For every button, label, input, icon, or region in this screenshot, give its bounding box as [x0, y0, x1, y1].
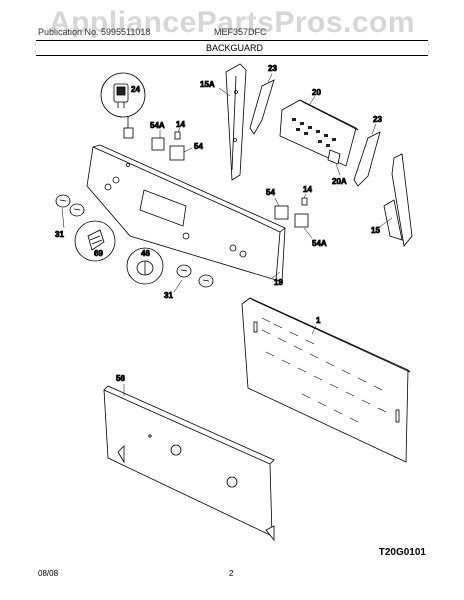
callout-54a-upper: 54A	[150, 121, 165, 130]
watermark: AppliancePartsPros.com	[48, 6, 416, 39]
publication-number: Publication No. 5995511018	[38, 27, 151, 37]
callout-56: 56	[116, 374, 125, 383]
callout-23-right: 23	[373, 115, 382, 124]
part-control-panel	[86, 144, 286, 283]
part-knobs-right	[176, 264, 214, 288]
callout-20a: 20A	[332, 177, 347, 186]
callout-14-upper: 14	[176, 120, 185, 129]
header-rule-lower	[36, 55, 428, 56]
callout-14-lower: 14	[303, 185, 312, 194]
part-switch-detail	[100, 72, 146, 139]
header-rule	[36, 40, 428, 41]
part-bracket-upper	[249, 79, 381, 187]
footer-date: 08/08	[38, 569, 59, 578]
callout-23-upper: 23	[268, 64, 277, 73]
part-lower-rear-panel	[103, 385, 275, 542]
leader-lines	[61, 73, 393, 396]
callout-15: 15	[371, 226, 380, 235]
callout-20: 20	[312, 88, 321, 97]
callout-1: 1	[316, 316, 321, 325]
callout-54-lower: 54	[266, 188, 275, 197]
part-infinite-switches-lower	[274, 197, 309, 228]
callout-31-lower: 31	[164, 291, 173, 300]
callout-69: 69	[94, 249, 103, 258]
section-title: BACKGUARD	[206, 43, 264, 53]
callout-24: 24	[131, 85, 140, 94]
part-clock-board	[279, 99, 359, 167]
callout-54-upper: 54	[194, 142, 203, 151]
model-number: MEF357DFC	[214, 27, 267, 37]
part-rear-panel	[241, 297, 411, 463]
callout-46: 46	[141, 249, 150, 258]
callout-19: 19	[274, 278, 283, 287]
page-number: 2	[229, 569, 234, 578]
part-knob-46-detail	[126, 247, 164, 285]
part-infinite-switches-upper	[151, 131, 185, 161]
part-side-bracket-left	[225, 63, 247, 181]
callout-54a-lower: 54A	[312, 239, 327, 248]
part-knobs-left	[55, 194, 85, 217]
callout-31-left: 31	[55, 230, 64, 239]
callout-15a: 15A	[200, 80, 215, 89]
part-knob-detail	[74, 220, 116, 262]
diagram-code: T20G0101	[378, 547, 426, 558]
part-side-bracket-right	[383, 153, 413, 247]
